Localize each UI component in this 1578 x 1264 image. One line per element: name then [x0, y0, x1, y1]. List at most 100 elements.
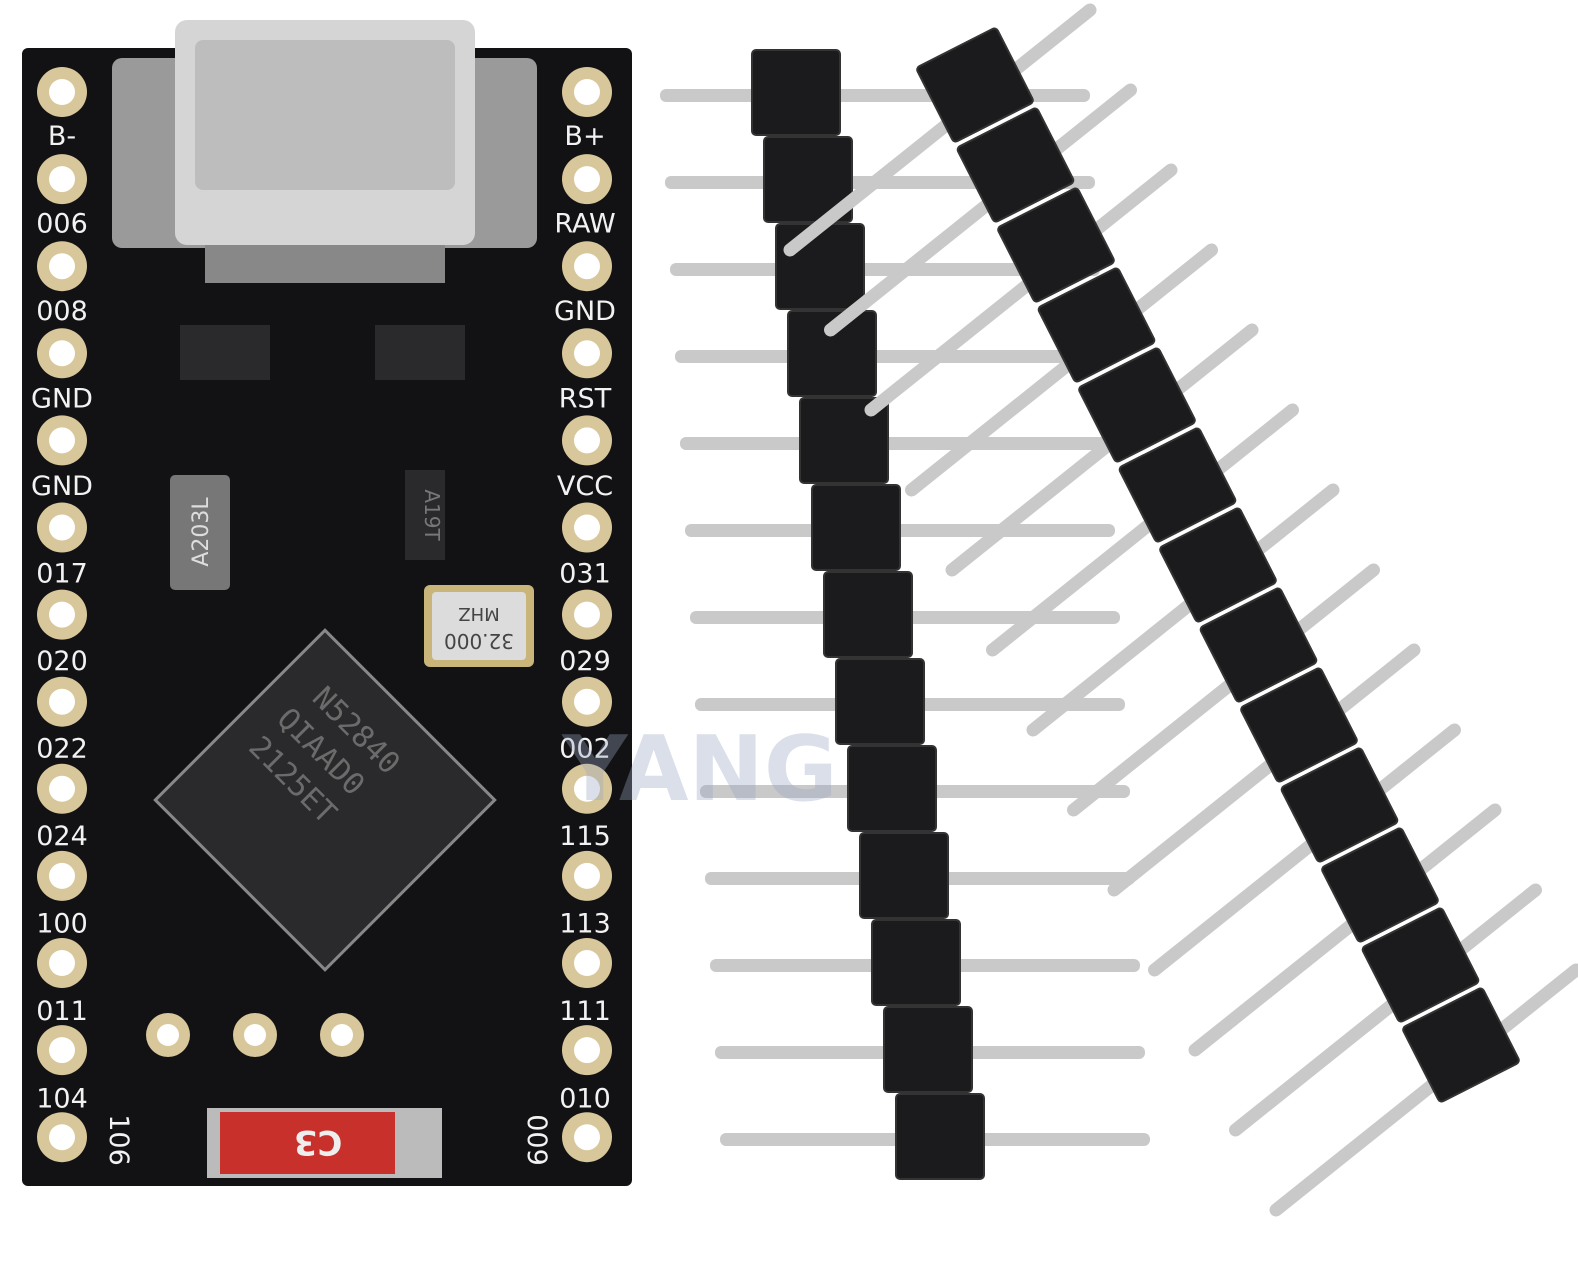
pad-hole [574, 514, 600, 541]
pin-label-left: 022 [36, 734, 88, 765]
header-block [1361, 907, 1480, 1023]
crystal-text-2: MHZ [458, 603, 499, 624]
pcb-board: N52840 QIAAD0 2125ET 32.000 MHZ A203L A1… [22, 20, 632, 1186]
header-block [1402, 987, 1520, 1103]
pin-label-right: 031 [559, 559, 611, 590]
header-pin [1026, 483, 1340, 737]
header-block [1240, 667, 1358, 783]
pad-hole [574, 950, 600, 976]
crystal: 32.000 MHZ [424, 585, 534, 667]
pin-label-right: 029 [559, 646, 611, 677]
pad-hole [574, 166, 600, 193]
header-pin [783, 3, 1097, 257]
header-block [799, 397, 889, 484]
header-block [811, 484, 901, 571]
header-block [916, 27, 1034, 143]
header-block [763, 136, 853, 223]
pin-label-right: 115 [559, 821, 611, 852]
regulator-2 [375, 325, 465, 380]
pad-hole [574, 688, 600, 715]
pin-label-left: 020 [36, 646, 88, 677]
pin-label-right: GND [554, 296, 616, 327]
header-pin [864, 163, 1178, 417]
header-block [871, 919, 961, 1006]
pin-label-left: 100 [36, 909, 88, 940]
chip-b [405, 470, 445, 560]
pin-label-right: RST [559, 384, 612, 415]
header-block [859, 832, 949, 919]
label-009: 009 [521, 1114, 552, 1166]
pad-hole [49, 79, 75, 105]
header-pin [1067, 563, 1380, 817]
pad-hole [574, 253, 600, 280]
header-pin [675, 350, 1105, 363]
pin-label-right: 111 [559, 996, 611, 1027]
header-pin [1107, 643, 1421, 897]
pin-label-left: 011 [36, 996, 88, 1027]
header-block [835, 658, 925, 745]
pad-hole [49, 166, 75, 193]
header-block [1118, 427, 1237, 543]
pad-hole [49, 688, 75, 715]
pad-hole [574, 775, 600, 802]
header-block [1321, 827, 1439, 943]
pin-label-right: 002 [559, 734, 611, 765]
chip-b-text: A19T [420, 489, 444, 541]
pad-hole [574, 1124, 600, 1151]
header-pin [945, 323, 1259, 577]
header-block [895, 1093, 985, 1180]
header-block [787, 310, 877, 397]
pin-headers [660, 3, 1578, 1217]
header-block [1159, 507, 1277, 623]
pad-hole [49, 862, 75, 889]
pad-hole [49, 340, 75, 367]
pin-label-left: 024 [36, 821, 88, 852]
pin-labels: B-006008GNDGND017020022024100011104B+RAW… [31, 121, 616, 1115]
header-pin [986, 403, 1299, 657]
pad-hole [574, 601, 600, 628]
header-block [847, 745, 937, 832]
pin-label-left: 008 [36, 296, 88, 327]
header-block [751, 49, 841, 136]
pin-label-left: GND [31, 384, 93, 415]
header-pin [1148, 723, 1461, 977]
header-pin [1269, 963, 1578, 1217]
antenna-text: C3 [294, 1122, 343, 1162]
pad-hole [49, 253, 75, 280]
watermark: YANG [561, 717, 837, 822]
header-pin [824, 83, 1137, 337]
pad-hole [49, 427, 75, 454]
pin-label-left: 104 [36, 1084, 88, 1115]
pin-label-left: 017 [36, 559, 88, 590]
pad-hole [574, 1037, 600, 1064]
header-pin [680, 437, 1110, 450]
pad-hole [49, 775, 75, 802]
crystal-text-1: 32.000 [444, 629, 514, 653]
header-pin [1229, 883, 1542, 1137]
pad-hole [49, 1037, 75, 1064]
header-block [883, 1006, 973, 1093]
header-pin [905, 243, 1218, 497]
label-106: 106 [103, 1114, 134, 1166]
pad-hole [574, 340, 600, 367]
pad-hole [574, 79, 600, 105]
ceramic-antenna: C3 [207, 1108, 442, 1178]
pad-hole [49, 1124, 75, 1151]
pad-hole [574, 427, 600, 454]
pin-label-right: B+ [564, 121, 605, 152]
chip-a-text: A203L [189, 497, 214, 567]
header-pin [1188, 803, 1502, 1057]
header-block [997, 187, 1115, 303]
header-block [1078, 347, 1196, 463]
pin-label-right: VCC [557, 471, 613, 502]
usb-c-connector [112, 20, 537, 283]
header-block [1037, 267, 1156, 383]
pin-label-left: B- [48, 121, 76, 152]
header-block [775, 223, 865, 310]
pad-hole [574, 862, 600, 889]
header-block [823, 571, 913, 658]
pin-label-left: 006 [36, 209, 88, 240]
edge-pads [37, 67, 612, 1163]
header-block [1280, 747, 1399, 863]
